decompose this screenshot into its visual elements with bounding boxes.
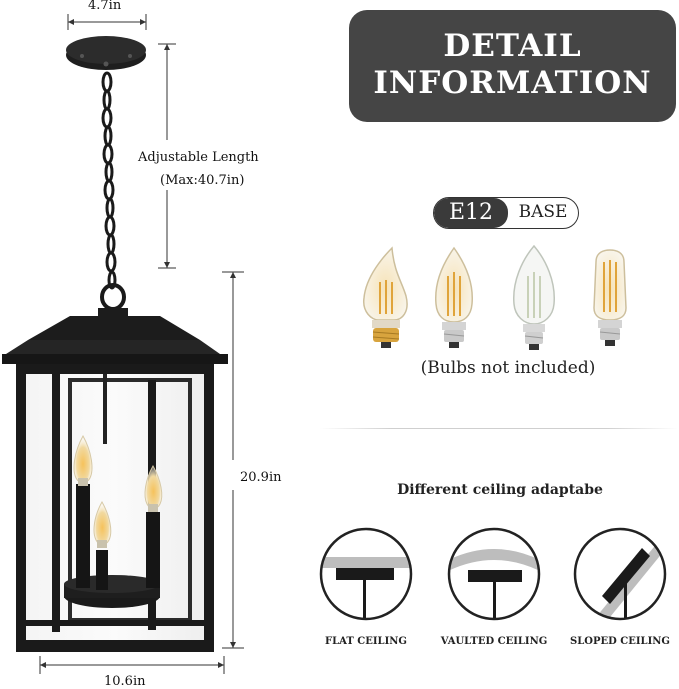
flame-tip-bulb-icon: [363, 246, 408, 348]
vaulted-ceiling-label: VAULTED CEILING: [440, 636, 548, 647]
banner-line-2: INFORMATION: [373, 65, 652, 101]
flat-ceiling-label: FLAT CEILING: [325, 636, 407, 647]
bottom-width-label: 10.6in: [104, 674, 146, 689]
ceiling-adapt-title: Different ceiling adaptabe: [397, 482, 603, 498]
detail-information-banner: DETAIL INFORMATION: [349, 10, 676, 122]
tubular-bulb-icon: [593, 249, 627, 346]
top-width-label: 4.7in: [88, 0, 122, 13]
bulb-options: [363, 244, 627, 350]
chain-length-label: Adjustable Length: [138, 150, 259, 165]
pendant-lantern-illustration: [2, 14, 244, 674]
sloped-ceiling-icon: [573, 527, 667, 621]
lantern-roof: [2, 308, 228, 364]
base-label: BASE: [518, 202, 568, 222]
height-label: 20.9in: [240, 470, 282, 485]
vaulted-ceiling-icon: [447, 527, 541, 621]
canopy: [66, 36, 146, 70]
base-type-badge: E12 BASE: [433, 197, 579, 229]
base-type: E12: [434, 198, 508, 228]
candle-cluster: [64, 434, 163, 608]
sloped-ceiling-label: SLOPED CEILING: [570, 636, 670, 647]
section-divider: [320, 428, 678, 429]
flat-ceiling-icon: [319, 527, 413, 621]
candle-bulb-icon: [435, 246, 473, 348]
bulbs-not-included-note: (Bulbs not included): [420, 358, 596, 378]
banner-line-1: DETAIL: [443, 28, 582, 64]
clear-candle-bulb-icon: [513, 244, 555, 350]
chain: [100, 71, 126, 311]
chain-max-label: (Max:40.7in): [160, 173, 245, 188]
